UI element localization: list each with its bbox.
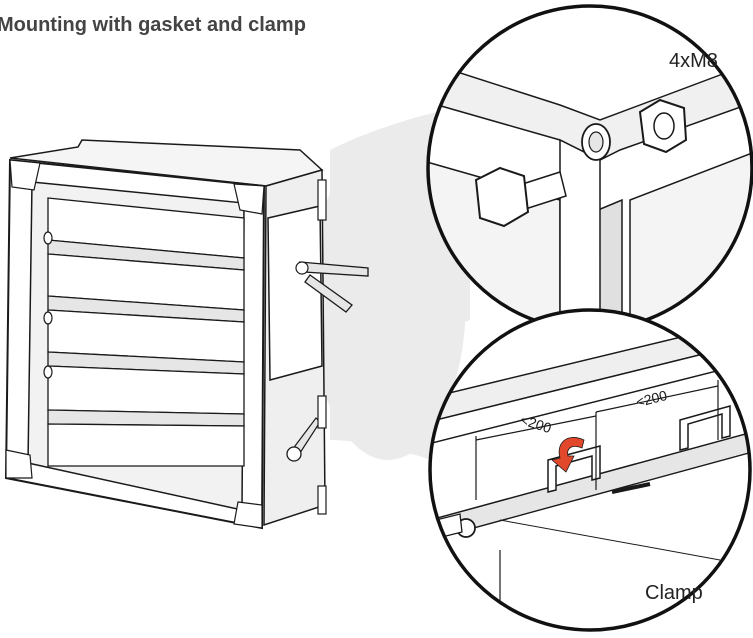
turn-arrow: [551, 437, 585, 473]
corner-gusset-tr: [233, 183, 265, 215]
damper-blades: [47, 197, 245, 467]
bolt-detail-view: [428, 6, 752, 330]
actuator-plate: [267, 205, 323, 381]
zoom-cone-body: [310, 140, 466, 460]
corner-gusset-tl: [9, 159, 41, 191]
corner-gusset-br: [233, 501, 263, 529]
blade-pivots: [43, 231, 53, 379]
blade-5: [47, 423, 245, 467]
dimension-lines: [475, 380, 719, 500]
corner-gusset-bl: [5, 449, 33, 479]
dimension-right: <200: [634, 387, 669, 410]
clamp-detail-frame: [428, 308, 752, 632]
bolts-label: 4xM8: [669, 50, 718, 72]
side-hinges: [317, 179, 327, 515]
blade-4: [47, 365, 245, 415]
handle-hub: [295, 261, 309, 275]
linkage-hub: [286, 446, 302, 462]
figure-title: Mounting with gasket and clamp: [0, 14, 306, 36]
clamp-detail-view: [430, 310, 750, 630]
clamp-label: Clamp: [645, 582, 703, 604]
